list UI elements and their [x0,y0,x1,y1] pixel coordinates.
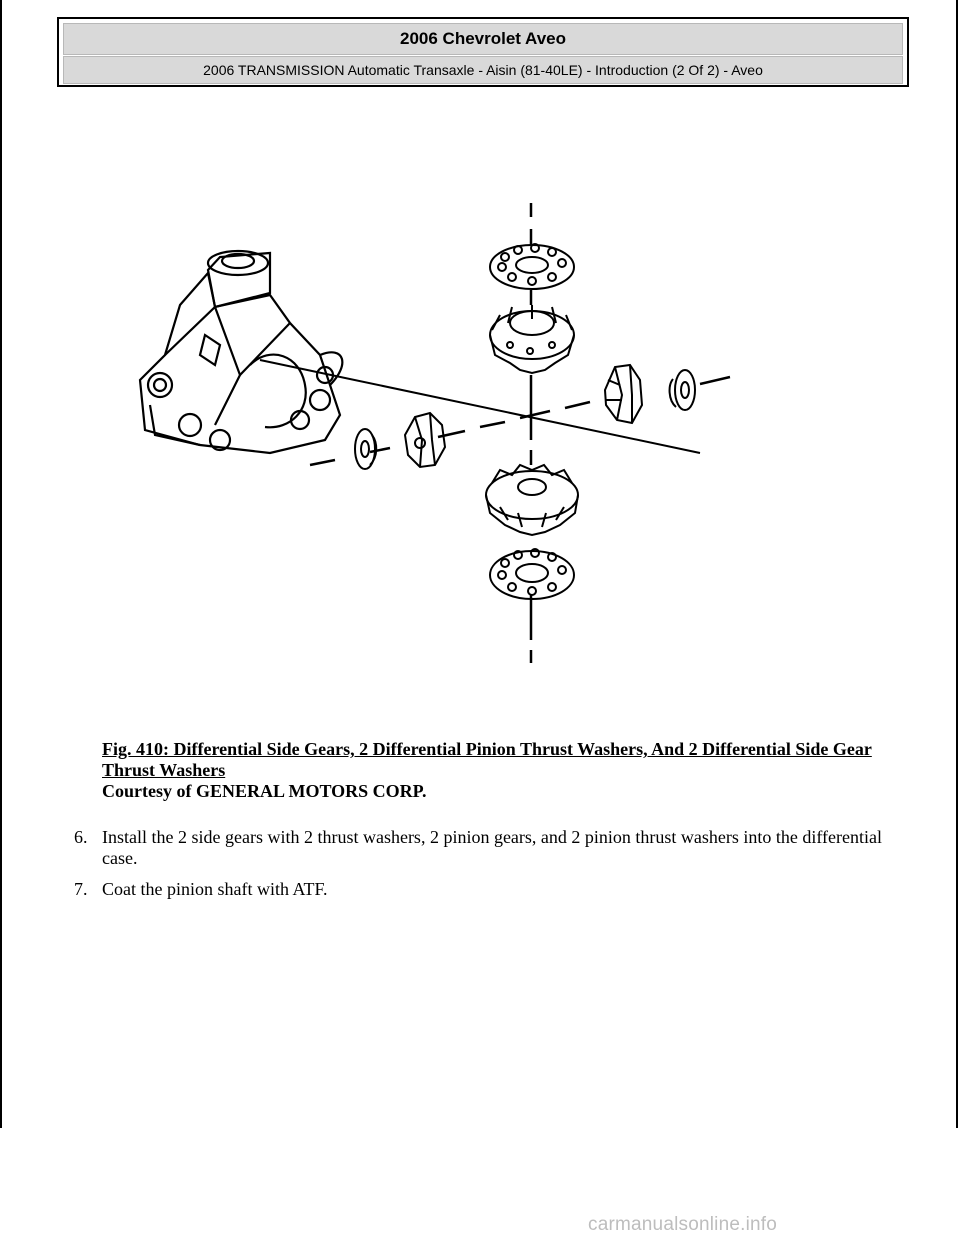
lower-side-gear-thrust-washer [489,548,575,600]
left-pinion-thrust-washer [354,428,378,470]
list-item: 6. Install the 2 side gears with 2 thrus… [74,827,894,869]
differential-case [138,249,344,455]
differential-exploded-diagram [138,203,731,663]
document-header: 2006 Chevrolet Aveo 2006 TRANSMISSION Au… [57,17,909,87]
right-pinion-gear [603,363,644,425]
upper-side-gear [489,305,575,375]
figure-credit: Courtesy of GENERAL MOTORS CORP. [102,781,427,801]
step-text: Coat the pinion shaft with ATF. [102,879,328,899]
step-text: Install the 2 side gears with 2 thrust w… [102,827,883,868]
figure-caption-title: Fig. 410: Differential Side Gears, 2 Dif… [102,739,872,780]
left-pinion-gear [403,411,447,469]
procedure-steps: 6. Install the 2 side gears with 2 thrus… [74,827,894,910]
page-frame [0,0,958,1128]
lower-side-gear [485,463,579,537]
watermark: carmanualsonline.info [588,1214,778,1235]
step-number: 7. [74,879,88,899]
figure-caption: Fig. 410: Differential Side Gears, 2 Dif… [102,739,882,802]
header-title: 2006 Chevrolet Aveo [63,23,903,55]
header-subtitle: 2006 TRANSMISSION Automatic Transaxle - … [63,56,903,84]
pinion-shaft-axis [309,375,731,467]
upper-side-gear-thrust-washer [489,243,575,290]
step-number: 6. [74,827,88,847]
right-pinion-thrust-washer [668,369,696,411]
list-item: 7. Coat the pinion shaft with ATF. [74,879,894,900]
